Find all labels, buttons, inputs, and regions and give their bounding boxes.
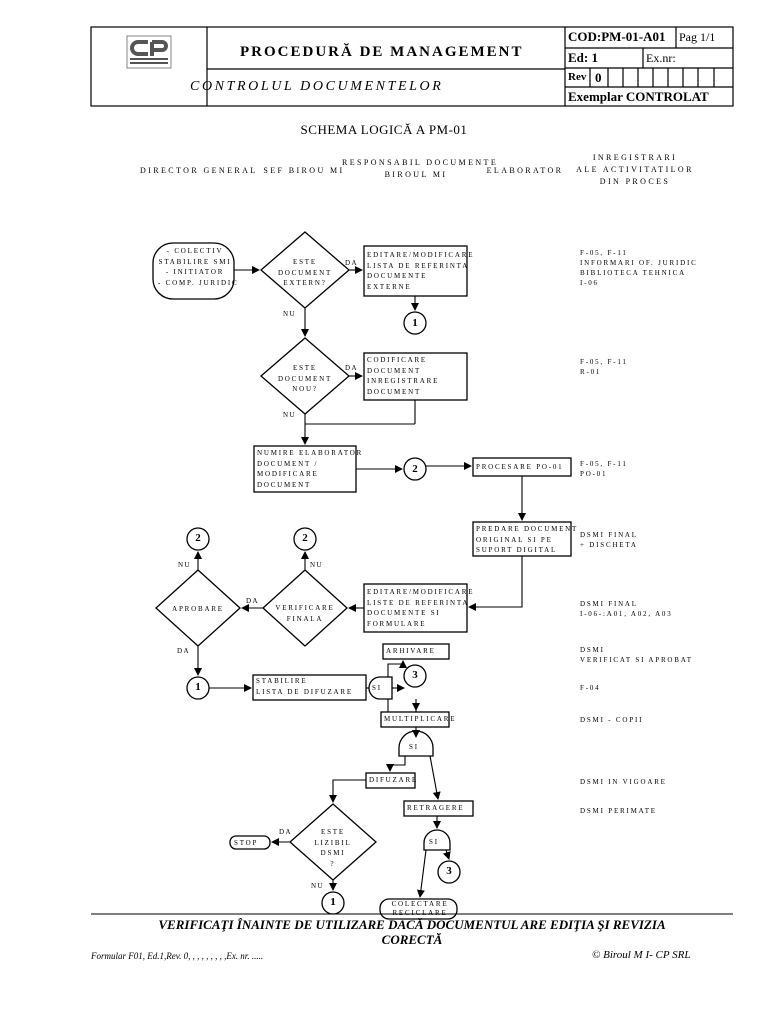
connector-3a-shape — [403, 664, 427, 688]
edge-da-extern: DA — [345, 259, 359, 267]
edition: Ed: 1 — [568, 50, 598, 65]
start-terminal — [152, 242, 235, 300]
lane-sef: SEF BIROU MI — [263, 166, 345, 175]
connector-2a-shape — [403, 457, 427, 481]
doc-code: COD:PM-01-A01 — [568, 29, 666, 44]
note-codificare: F-05, F-11 R-01 — [580, 358, 628, 376]
lane-director: DIRECTOR GENERAL — [140, 166, 258, 175]
revision-value: 0 — [595, 70, 602, 85]
note-stabilire: F-04 — [580, 684, 601, 692]
connector-1b: 1 — [195, 681, 201, 693]
note-retragere: DSMI PERIMATE — [580, 807, 657, 815]
procedure-subtitle: CONTROLUL DOCUMENTELOR — [190, 79, 444, 94]
edge-nu-lizibil: NU — [311, 882, 325, 890]
box-arhivare-label: ARHIVARE — [386, 647, 436, 655]
connector-3b: 3 — [446, 865, 452, 877]
edge-da-aprobare: DA — [177, 647, 191, 655]
decision-aprobare-label: APROBARE — [172, 605, 224, 613]
decision-lizibil-label: ESTE LIZIBIL DSMI ? — [314, 828, 352, 868]
box-stabilire-label: STABILIRE LISTA DE DIFUZARE — [256, 677, 353, 696]
decision-verificare-label: VERIFICARE FINALA — [275, 604, 335, 623]
procedure-title: PROCEDURĂ DE MANAGEMENT — [240, 44, 524, 60]
box-predare-label: PREDARE DOCUMENT ORIGINAL SI PE SUPORT D… — [476, 525, 579, 554]
box-numire-shape — [253, 445, 357, 493]
box-arhivare-shape — [382, 643, 450, 660]
connector-2a: 2 — [412, 463, 418, 475]
si-gate-1-shape — [368, 676, 393, 700]
box-retragere-shape — [403, 800, 474, 817]
page-number: Pag 1/1 — [679, 30, 716, 44]
edge-da-verificare: DA — [246, 597, 260, 605]
box-editare1-label: EDITARE/MODIFICARE LISTA DE REFERINTA DO… — [367, 251, 475, 291]
company-logo — [126, 35, 172, 69]
header-frame — [90, 26, 734, 107]
flow-arrows — [194, 266, 526, 898]
connector-1a-shape — [403, 311, 427, 335]
connector-2b-shape — [186, 527, 210, 551]
box-editare2-label: EDITARE/MODIFICARE LISTE DE REFERINTA DO… — [367, 588, 475, 628]
decision-nou-label: ESTE DOCUMENT NOU? — [277, 364, 333, 393]
lane-responsabil: RESPONSABIL DOCUMENTE BIROUL MI — [342, 158, 499, 179]
edge-nu-aprobare: NU — [178, 561, 192, 569]
connector-1a: 1 — [412, 317, 418, 329]
stop-terminal-shape — [229, 835, 271, 850]
box-editare1-shape — [363, 245, 468, 297]
box-multiplicare-label: MULTIPLICARE — [384, 715, 457, 723]
si-gate-3-shape — [423, 829, 451, 851]
connector-3b-shape — [437, 860, 461, 884]
box-codificare-shape — [363, 352, 468, 401]
edge-nu-extern: NU — [283, 310, 297, 318]
footer-warning: VERIFICAŢI ÎNAINTE DE UTILIZARE DACĂ DOC… — [158, 917, 666, 947]
connector-1c: 1 — [330, 896, 336, 908]
note-editare2: DSMI FINAL I-06-:A01, A02, A03 — [580, 600, 673, 618]
edge-da-lizibil: DA — [279, 828, 293, 836]
schema-title: SCHEMA LOGICĂ A PM-01 — [300, 122, 468, 137]
decision-extern-label: ESTE DOCUMENT EXTERN? — [277, 258, 333, 287]
note-predare: DSMI FINAL + DISCHETA — [580, 531, 638, 549]
note-extern: F-05, F-11 INFORMARI OF. JURIDIC BIBLIOT… — [580, 249, 698, 287]
si-gate-3: SI — [429, 838, 439, 846]
stop-label: STOP — [234, 839, 259, 847]
footer-form: Formular F01, Ed.1,Rev. 0, , , , , , , ,… — [91, 951, 264, 961]
box-numire-label: NUMIRE ELABORATOR DOCUMENT / MODIFICARE … — [257, 449, 364, 489]
note-multiplicare: DSMI - COPII — [580, 716, 644, 724]
box-procesare-label: PROCESARE PO-01 — [476, 463, 564, 471]
lane-elaborator: ELABORATOR — [486, 166, 564, 175]
box-predare-shape — [472, 521, 572, 557]
lane-inregistrari: INREGISTRARI ALE ACTIVITATILOR DIN PROCE… — [576, 153, 694, 186]
footer-copyright: © Biroul M I- CP SRL — [592, 949, 691, 961]
revision-label: Rev — [568, 71, 587, 83]
si-gate-2: SI — [409, 743, 419, 751]
connector-2c: 2 — [302, 532, 308, 544]
note-procesare: F-05, F-11 PO-01 — [580, 460, 628, 478]
connector-2c-shape — [293, 527, 317, 551]
edge-nu-nou: NU — [283, 411, 297, 419]
note-arhivare: DSMI VERIFICAT SI APROBAT — [580, 646, 693, 664]
connector-3a: 3 — [412, 669, 418, 681]
exemplar-status: Exemplar CONTROLAT — [568, 89, 709, 104]
box-colectare-label: COLECTARE RECICLARE — [391, 900, 449, 917]
edge-da-nou: DA — [345, 364, 359, 372]
si-gate-1: SI — [372, 684, 382, 692]
exemplar-number: Ex.nr: — [646, 51, 676, 65]
decision-verificare — [262, 569, 348, 647]
box-codificare-label: CODIFICARE DOCUMENT INREGISTRARE DOCUMEN… — [367, 356, 440, 396]
edge-nu-verificare: NU — [310, 561, 324, 569]
start-label: - COLECTIV STABILIRE SMI - INITIATOR - C… — [158, 247, 239, 287]
box-difuzare-label: DIFUZARE — [369, 776, 419, 784]
box-retragere-label: RETRAGERE — [407, 804, 465, 812]
box-stabilire-shape — [252, 674, 367, 701]
note-difuzare: DSMI IN VIGOARE — [580, 778, 667, 786]
connector-2b: 2 — [195, 532, 201, 544]
